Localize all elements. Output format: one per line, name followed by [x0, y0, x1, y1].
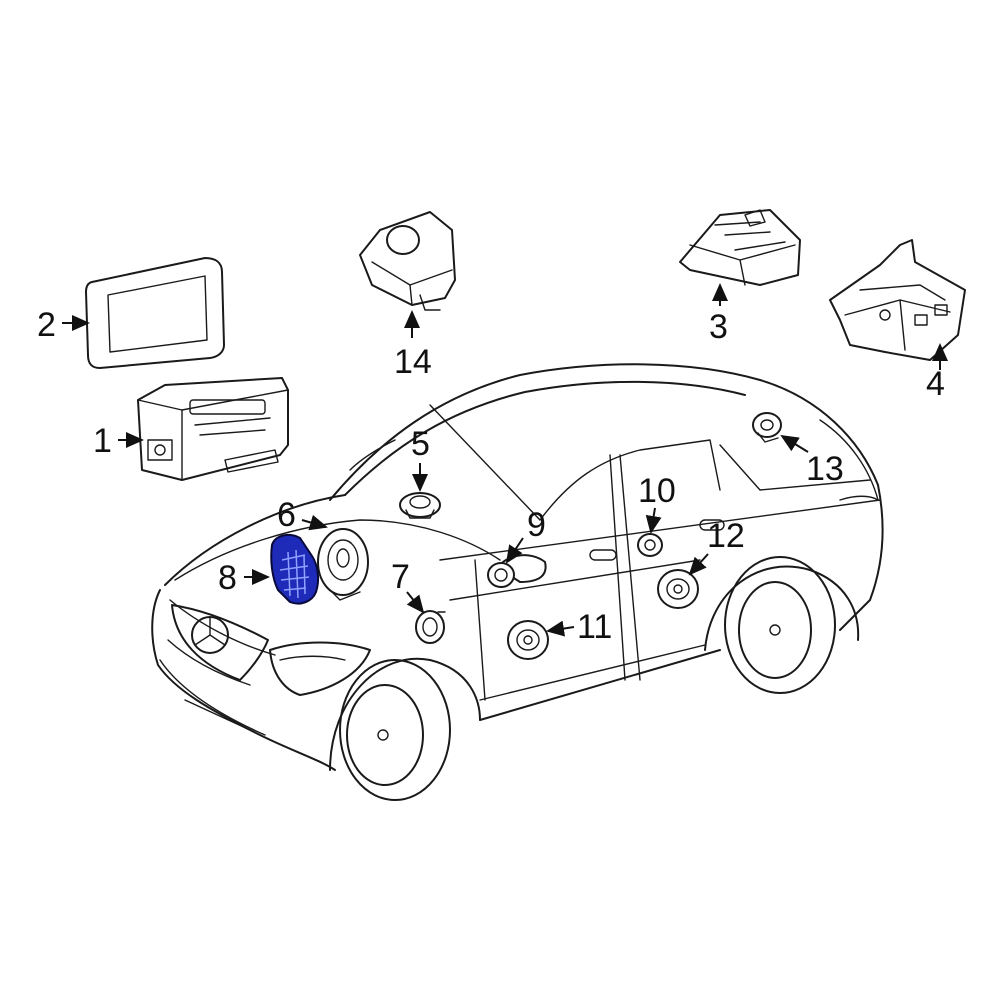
part-speaker-6 — [317, 528, 369, 601]
callout-5: 5 — [411, 425, 430, 463]
callout-labels: 1 2 3 4 5 6 7 8 9 10 11 12 13 14 — [37, 306, 945, 646]
part-bracket — [829, 239, 966, 361]
callout-11: 11 — [577, 608, 612, 646]
part-head-unit — [137, 377, 289, 481]
part-speaker-10 — [637, 533, 663, 557]
part-speaker-7 — [415, 610, 446, 644]
part-speaker-11 — [507, 620, 549, 660]
part-control-module — [679, 209, 801, 286]
part-speaker-12 — [657, 569, 699, 609]
part-speaker-9 — [487, 562, 515, 588]
part-controller — [359, 211, 456, 311]
callout-6: 6 — [277, 496, 296, 534]
callout-10: 10 — [638, 472, 676, 510]
callout-13: 13 — [806, 450, 844, 488]
callout-2: 2 — [37, 306, 56, 344]
leader-arrows — [62, 283, 948, 637]
callout-1: 1 — [93, 422, 112, 460]
callout-4: 4 — [926, 365, 945, 403]
part-speaker-13 — [752, 412, 782, 443]
callout-9: 9 — [527, 506, 546, 544]
callout-12: 12 — [707, 517, 745, 555]
callout-3: 3 — [709, 308, 728, 346]
callout-7: 7 — [391, 558, 410, 596]
callout-14: 14 — [394, 343, 432, 381]
part-speaker-8-highlighted — [270, 533, 320, 605]
callout-8: 8 — [218, 559, 237, 597]
part-speaker-5 — [399, 492, 441, 519]
vehicle-outline — [151, 363, 884, 801]
part-display — [85, 257, 225, 369]
